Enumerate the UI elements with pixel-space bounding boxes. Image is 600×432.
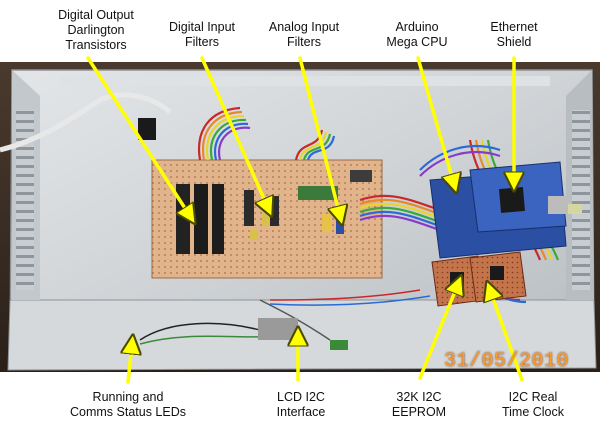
label-digital-input: Digital Input Filters [168, 20, 235, 49]
arrow-digital-input [200, 56, 268, 208]
cable-gland [138, 118, 156, 140]
label-analog-input: Analog Input Filters [268, 20, 340, 49]
label-lcd: LCD I2C Interface [276, 390, 326, 419]
arrow-eeprom [418, 284, 458, 380]
label-status-leds: Running and Comms Status LEDs [69, 390, 186, 419]
arrow-arduino [416, 56, 454, 184]
arrow-rtc [490, 290, 524, 382]
arrow-analog-input [298, 56, 340, 216]
label-ethernet: Ethernet Shield [490, 20, 538, 49]
arrow-digital-output [86, 56, 190, 216]
arrow-status-leds [128, 344, 132, 384]
label-digital-output: Digital Output Darlington Transistors [58, 8, 134, 52]
label-rtc: I2C Real Time Clock [501, 390, 565, 419]
label-arduino: Arduino Mega CPU [386, 20, 448, 49]
power-cable [0, 92, 172, 153]
label-eeprom: 32K I2C EEPROM [391, 390, 447, 419]
arduino-board [429, 161, 582, 259]
date-stamp: 31/05/2010 [444, 350, 570, 373]
